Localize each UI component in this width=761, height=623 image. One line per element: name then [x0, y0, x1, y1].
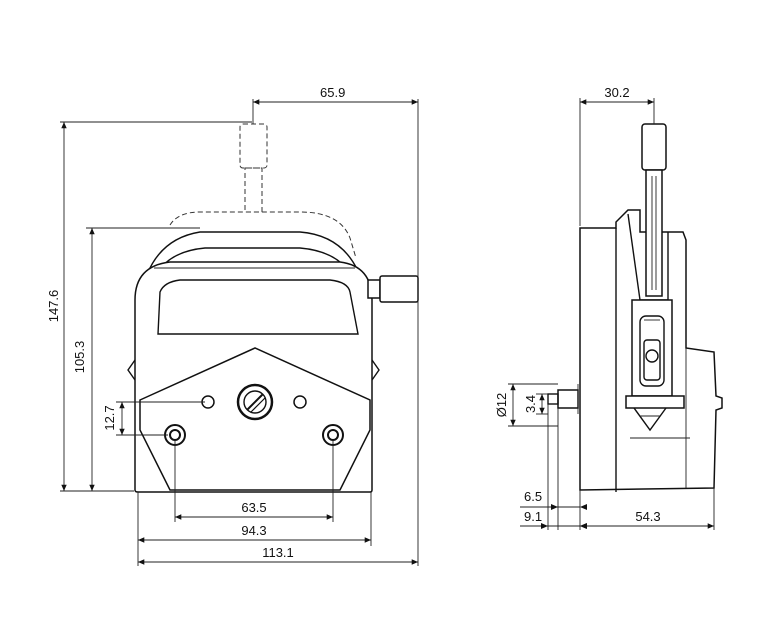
dim-port-offset: 12.7 [102, 405, 117, 430]
dim-side-depth: 54.3 [635, 509, 660, 524]
dim-side-9-1: 9.1 [524, 509, 542, 524]
dim-base-width: 94.3 [241, 523, 266, 538]
side-tube-fitting [547, 384, 579, 414]
lever-dashed [169, 123, 357, 259]
side-handle [627, 123, 669, 301]
front-view [127, 123, 419, 493]
side-dimensions: 30.2 Ø12 3.4 6.5 9.1 54.3 [494, 85, 715, 530]
dim-tube-dia: Ø12 [494, 393, 509, 418]
screw-right [293, 395, 307, 409]
dim-port-spacing: 63.5 [241, 500, 266, 515]
dim-body-height: 105.3 [72, 341, 87, 374]
dim-tube-inner: 3.4 [523, 395, 538, 413]
side-view [547, 123, 723, 492]
side-knob [367, 275, 419, 303]
dim-side-top: 30.2 [604, 85, 629, 100]
rotor [236, 383, 274, 421]
dim-total-width: 113.1 [262, 545, 294, 560]
front-dimensions: 65.9 147.6 105.3 12.7 63.5 94.3 113.1 [46, 85, 419, 566]
dim-total-height: 147.6 [46, 290, 61, 323]
dim-side-6-5: 6.5 [524, 489, 542, 504]
side-mechanism [625, 299, 690, 439]
window [157, 279, 359, 335]
dim-top-offset: 65.9 [320, 85, 345, 100]
